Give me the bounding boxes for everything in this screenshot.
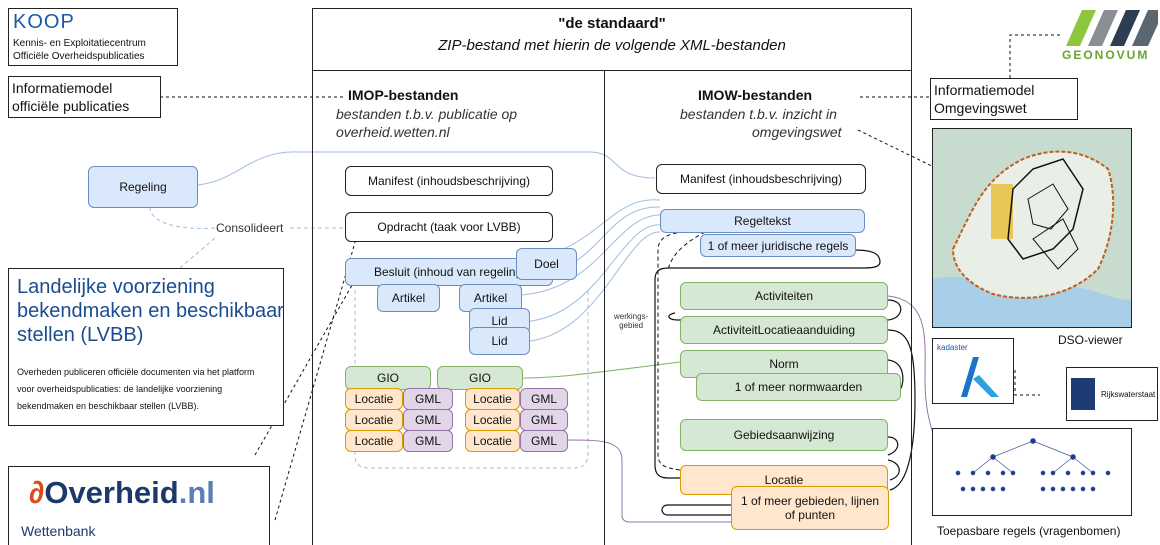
imop-gml: GML	[520, 430, 568, 452]
lvbb-desc-line2: voor overheidspublicaties: de landelijke…	[17, 384, 223, 394]
imop-gml: GML	[520, 388, 568, 410]
imow-activiteit-locatieaanduiding: ActiviteitLocatieaanduiding	[680, 316, 888, 344]
standaard-frame	[312, 8, 912, 545]
koop-line2: Officiële Overheidspublicaties	[13, 51, 145, 62]
rijkswaterstaat-crest-icon	[1071, 378, 1095, 410]
infomodel-publicaties-line1: Informatiemodel	[12, 80, 113, 96]
connector-kadaster	[1014, 370, 1040, 396]
standaard-title: "de standaard"	[558, 15, 666, 32]
decision-tree-icon	[955, 438, 1111, 492]
imop-heading: IMOP-bestanden	[348, 87, 459, 103]
overheid-tld: .nl	[178, 475, 215, 510]
imow-werkingsgebied-label: werkings- gebied	[614, 312, 649, 330]
imop-gml: GML	[403, 409, 453, 431]
overheid-logo-box: ∂Overheid.nl Wettenbank	[8, 466, 270, 545]
imow-gebiedsaanwijzing: Gebiedsaanwijzing	[680, 419, 888, 451]
connector-infoow-geonovum	[1009, 34, 1060, 78]
consolideert-label: Consolideert	[216, 221, 284, 235]
connector-regeling-manifest	[197, 151, 656, 186]
wettenbank-label: Wettenbank	[21, 523, 96, 539]
standaard-column-divider	[604, 70, 605, 545]
imow-sub2: omgevingswet	[752, 124, 842, 140]
lvbb-box: Landelijke voorziening bekendmaken en be…	[8, 268, 284, 426]
regeling-node: Regeling	[88, 166, 198, 208]
imow-normwaarden: 1 of meer normwaarden	[696, 373, 901, 401]
kadaster-logo: kadaster	[932, 338, 1014, 404]
imow-gebieden-lijnen-punten: 1 of meer gebieden, lijnen of punten	[731, 486, 889, 530]
imop-gml: GML	[403, 388, 453, 410]
geonovum-name: GEONOVUM	[1062, 48, 1150, 62]
imow-sub1: bestanden t.b.v. inzicht in	[680, 106, 837, 122]
rijkswaterstaat-name: Rijkswaterstaat	[1101, 390, 1156, 399]
lvbb-desc-line1: Overheden publiceren officiële documente…	[17, 367, 255, 377]
lvbb-title-line3: stellen (LVBB)	[17, 324, 144, 346]
imop-gio-1: GIO	[345, 366, 431, 390]
imop-doel: Doel	[516, 248, 577, 280]
lvbb-title-line1: Landelijke voorziening	[17, 276, 215, 298]
geonovum-logo: GEONOVUM	[1062, 8, 1158, 62]
imop-locatie: Locatie	[345, 388, 403, 410]
toepasbare-regels-label: Toepasbare regels (vragenbomen)	[937, 524, 1121, 538]
imow-juridische-regels: 1 of meer juridische regels	[700, 234, 856, 257]
imop-opdracht: Opdracht (taak voor LVBB)	[345, 212, 553, 242]
dso-viewer-label: DSO-viewer	[1058, 333, 1123, 347]
connector-group-outline	[354, 290, 589, 469]
overheid-wordmark: ∂Overheid.nl	[29, 475, 215, 511]
imop-sub2: overheid.wetten.nl	[336, 124, 450, 140]
imop-gml: GML	[403, 430, 453, 452]
imop-sub1: bestanden t.b.v. publicatie op	[336, 106, 518, 122]
imop-gio-2: GIO	[437, 366, 523, 390]
standaard-header-divider	[312, 70, 912, 71]
imow-activiteiten: Activiteiten	[680, 282, 888, 310]
infomodel-ow-line2: Omgevingswet	[934, 100, 1027, 116]
imow-regeltekst: Regeltekst	[660, 209, 865, 233]
dso-map-icon	[933, 129, 1131, 327]
imop-locatie: Locatie	[465, 430, 520, 452]
rijkswaterstaat-logo: Rijkswaterstaat	[1066, 367, 1158, 421]
infomodel-omgevingswet-box: Informatiemodel Omgevingswet	[930, 78, 1078, 120]
kadaster-mark-icon	[961, 357, 999, 397]
vragenbomen-diagram	[932, 428, 1132, 516]
imop-artikel-2: Artikel	[459, 284, 522, 312]
imop-locatie: Locatie	[345, 409, 403, 431]
imow-manifest: Manifest (inhoudsbeschrijving)	[656, 164, 866, 194]
imop-manifest: Manifest (inhoudsbeschrijving)	[345, 166, 553, 196]
overheid-brand: Overheid	[44, 475, 179, 510]
standaard-subtitle: ZIP-bestand met hierin de volgende XML-b…	[438, 37, 786, 54]
imop-locatie: Locatie	[465, 409, 520, 431]
imop-locatie: Locatie	[465, 388, 520, 410]
geonovum-mark-icon	[1066, 10, 1158, 46]
imop-gml: GML	[520, 409, 568, 431]
imop-artikel-1: Artikel	[377, 284, 440, 312]
koop-line1: Kennis- en Exploitatiecentrum	[13, 38, 146, 49]
lvbb-title-line2: bekendmaken en beschikbaar	[17, 300, 284, 322]
koop-logo-box: KOOP Kennis- en Exploitatiecentrum Offic…	[8, 8, 178, 66]
koop-name: KOOP	[13, 11, 75, 33]
dso-map-thumbnail	[932, 128, 1132, 328]
imop-lid-2: Lid	[469, 327, 530, 355]
connector-consolideert	[149, 206, 216, 229]
imop-locatie: Locatie	[345, 430, 403, 452]
overheid-swirl-icon: ∂	[29, 475, 45, 510]
lvbb-desc-line3: bekendmaken en beschikbaar stellen (LVBB…	[17, 401, 199, 411]
infomodel-publicaties-line2: officiële publicaties	[12, 98, 130, 114]
infomodel-publicaties-box: Informatiemodel officiële publicaties	[8, 76, 161, 118]
infomodel-ow-line1: Informatiemodel	[934, 82, 1035, 98]
kadaster-wordmark-icon: kadaster	[937, 343, 968, 352]
imow-heading: IMOW-bestanden	[698, 87, 813, 103]
